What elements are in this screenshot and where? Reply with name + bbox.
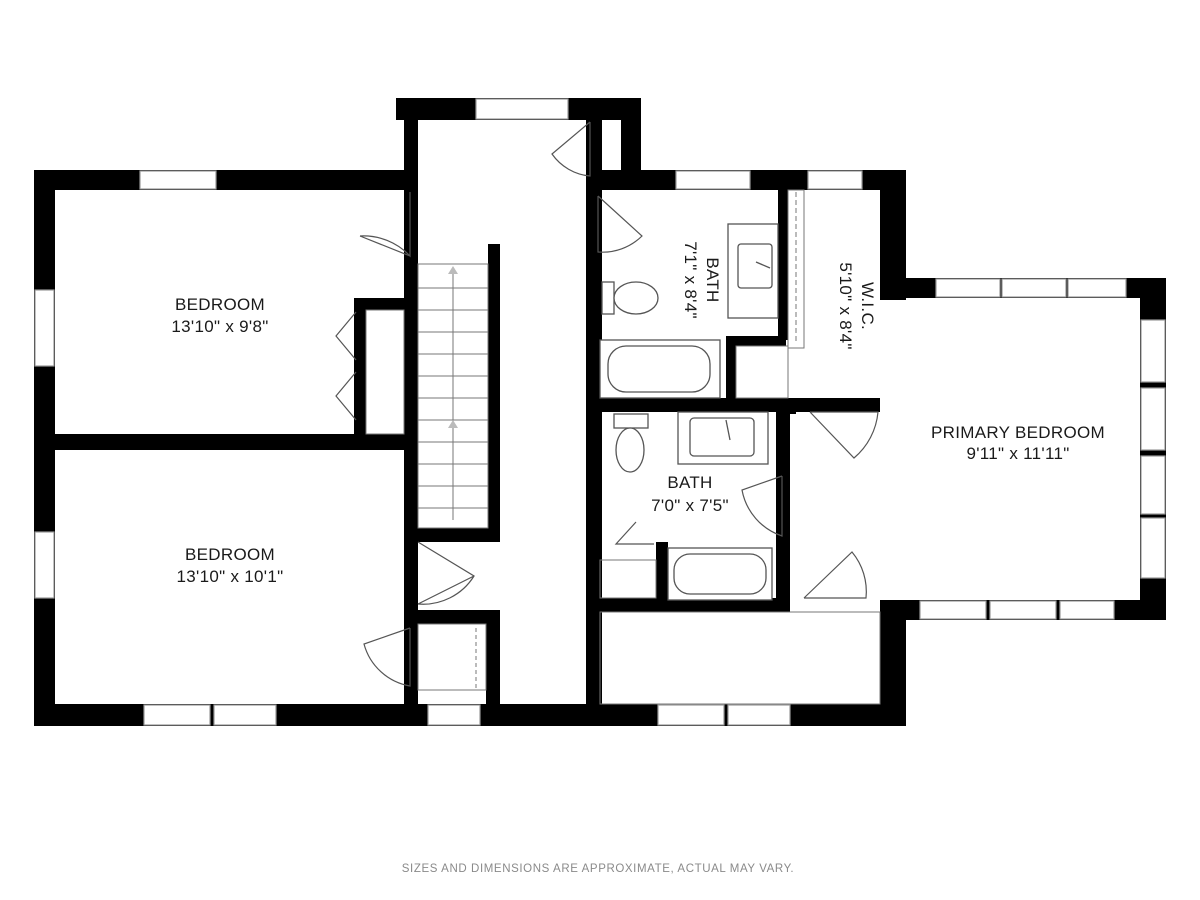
room-dimensions: 7'1" x 8'4"	[681, 241, 700, 319]
stairs	[417, 263, 489, 529]
bath-1-fixtures	[599, 223, 779, 399]
disclaimer-text: SIZES AND DIMENSIONS ARE APPROXIMATE, AC…	[402, 863, 794, 875]
room-dimensions: 13'10" x 10'1"	[177, 567, 284, 586]
room-dimensions: 5'10" x 8'4"	[836, 262, 855, 349]
room-bedroom-1: BEDROOM 13'10" x 9'8"	[171, 295, 268, 336]
room-dimensions: 13'10" x 9'8"	[171, 317, 268, 336]
room-name: BATH	[667, 473, 712, 492]
room-name: W.I.C.	[858, 282, 877, 330]
room-dimensions: 7'0" x 7'5"	[651, 496, 729, 515]
room-wic: W.I.C. 5'10" x 8'4"	[836, 262, 877, 349]
bath-2-fixtures	[613, 411, 773, 601]
room-primary-bedroom: PRIMARY BEDROOM 9'11" x 11'11"	[931, 423, 1105, 463]
room-dimensions: 9'11" x 11'11"	[966, 444, 1069, 463]
room-name: PRIMARY BEDROOM	[931, 423, 1105, 442]
closet-details	[365, 189, 881, 705]
room-bath-2: BATH 7'0" x 7'5"	[651, 473, 729, 515]
doors	[335, 121, 879, 687]
room-name: BATH	[703, 257, 722, 302]
room-name: BEDROOM	[185, 545, 275, 564]
room-name: BEDROOM	[175, 295, 265, 314]
room-bedroom-2: BEDROOM 13'10" x 10'1"	[177, 545, 284, 586]
room-bath-1: BATH 7'1" x 8'4"	[681, 241, 722, 319]
windows	[34, 98, 1166, 726]
